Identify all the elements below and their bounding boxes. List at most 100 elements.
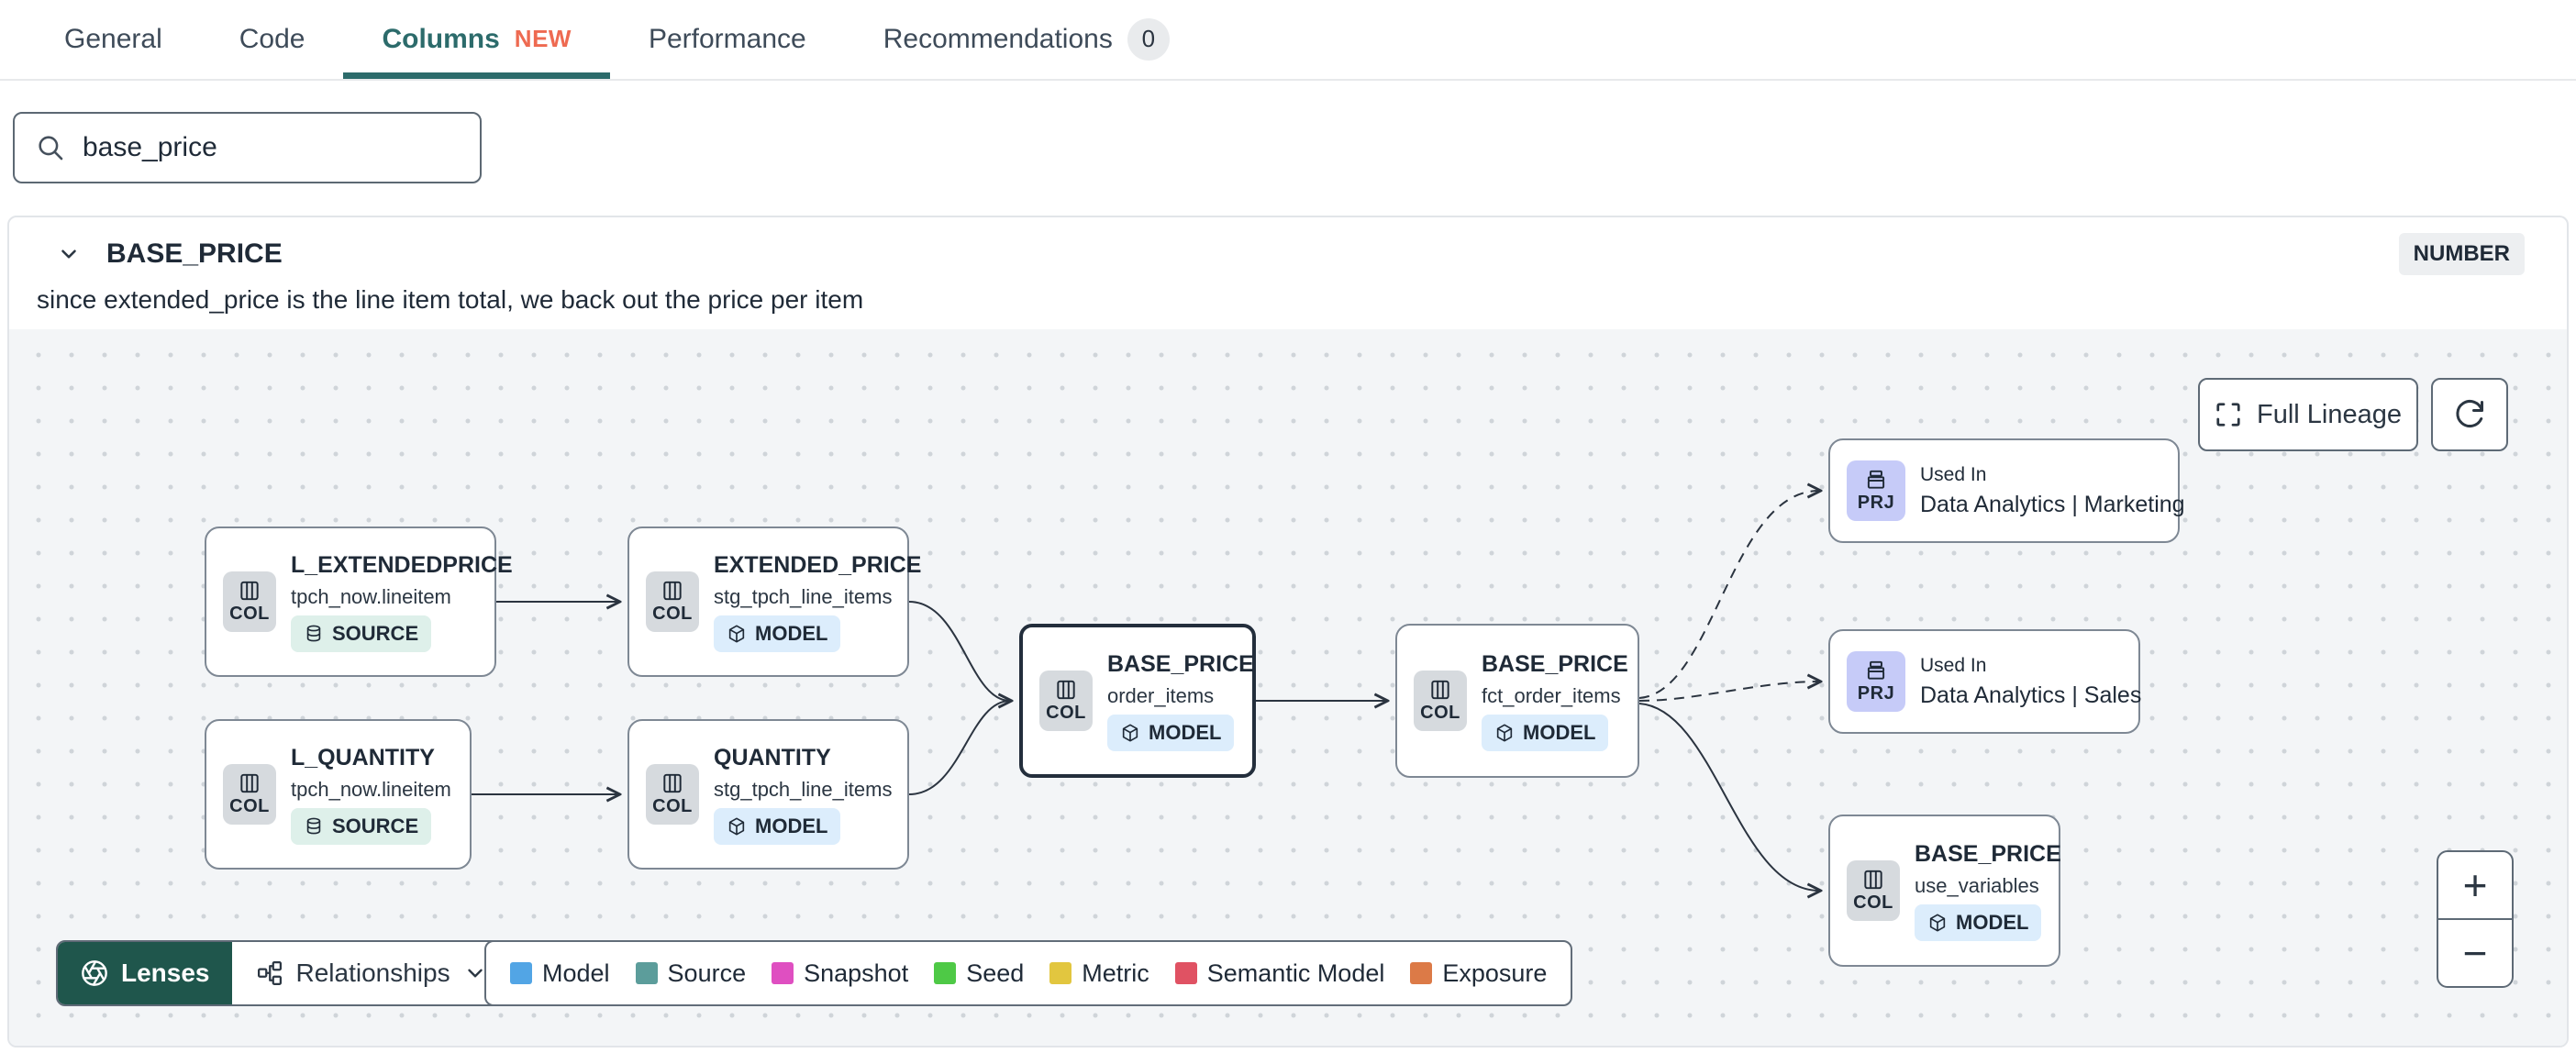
relationships-icon [257, 961, 282, 985]
tab-columns[interactable]: Columns NEW [343, 0, 610, 79]
resource-badge: SOURCE [291, 807, 432, 845]
refresh-button[interactable] [2431, 378, 2508, 451]
node-subtitle: use_variables [1915, 873, 2039, 897]
legend-item-exposure: Exposure [1410, 959, 1547, 988]
column-chip: COL [1847, 860, 1900, 921]
cube-icon [1122, 723, 1138, 742]
legend-swatch [1174, 962, 1197, 984]
relationships-dropdown[interactable]: Relationships [231, 942, 511, 1004]
columns-icon [1057, 680, 1075, 700]
tab-recommendations[interactable]: Recommendations 0 [845, 0, 1208, 79]
node-subtitle: tpch_now.lineitem [291, 777, 451, 801]
minus-icon: − [2462, 929, 2488, 977]
resource-legend: Model Source Snapshot Seed Metric Semant… [484, 940, 1573, 1006]
legend-swatch [1410, 962, 1433, 984]
resource-badge-label: MODEL [755, 814, 828, 837]
resource-badge: SOURCE [291, 615, 432, 652]
project-chip: PRJ [1847, 460, 1905, 521]
resource-badge-label: SOURCE [332, 814, 419, 837]
lineage-toolbar: Lenses Relationships [56, 940, 513, 1006]
used-in-label: Used In [1920, 463, 1987, 485]
tab-bar: General Code Columns NEW Performance Rec… [0, 0, 2576, 81]
columns-icon [1864, 870, 1882, 890]
relationships-label: Relationships [295, 959, 450, 987]
node-title: BASE_PRICE [1107, 650, 1254, 677]
node-used-in-marketing[interactable]: PRJ Used In Data Analytics | Marketing [1828, 438, 2185, 543]
chip-label: COL [1853, 892, 1893, 913]
recommendations-count-badge: 0 [1127, 17, 1170, 61]
node-subtitle: stg_tpch_line_items [714, 584, 893, 608]
tab-general[interactable]: General [26, 0, 201, 79]
chip-label: COL [229, 604, 270, 624]
resource-badge-label: MODEL [1523, 720, 1596, 744]
legend-swatch [510, 962, 532, 984]
column-name: BASE_PRICE [106, 238, 283, 269]
columns-icon [240, 581, 259, 601]
project-icon [1867, 660, 1885, 680]
search-icon [39, 136, 63, 161]
tab-code[interactable]: Code [201, 0, 344, 79]
lenses-label: Lenses [121, 959, 210, 987]
chip-label: PRJ [1857, 683, 1895, 704]
node-subtitle: order_items [1107, 683, 1215, 707]
columns-icon [240, 773, 259, 793]
node-quantity[interactable]: COL QUANTITY stg_tpch_line_items MODEL [627, 719, 909, 870]
columns-icon [663, 581, 682, 601]
column-type-badge: NUMBER [2398, 233, 2525, 275]
legend-swatch [1049, 962, 1072, 984]
column-chip: COL [646, 764, 699, 825]
plus-icon: + [2462, 861, 2488, 909]
columns-icon [663, 773, 682, 793]
legend-swatch [635, 962, 658, 984]
node-title: L_QUANTITY [291, 744, 435, 770]
new-badge: NEW [514, 25, 572, 52]
legend-item-snapshot: Snapshot [772, 959, 908, 988]
node-title: EXTENDED_PRICE [714, 551, 922, 578]
search-input[interactable] [83, 132, 471, 163]
column-chip: COL [646, 571, 699, 632]
node-base-price-order-items[interactable]: COL BASE_PRICE order_items MODEL [1019, 624, 1256, 778]
tab-general-label: General [64, 23, 162, 54]
legend-item-source: Source [635, 959, 746, 988]
chevron-down-icon [467, 969, 483, 978]
project-chip: PRJ [1847, 651, 1905, 712]
lenses-button[interactable]: Lenses [58, 942, 232, 1004]
legend-swatch [934, 962, 957, 984]
resource-badge-label: MODEL [755, 621, 828, 645]
chip-label: COL [652, 796, 693, 816]
cube-icon [728, 624, 745, 643]
node-subtitle: stg_tpch_line_items [714, 777, 893, 801]
resource-badge: MODEL [1915, 903, 2042, 941]
chip-label: COL [229, 796, 270, 816]
node-extended-price[interactable]: COL EXTENDED_PRICE stg_tpch_line_items M… [627, 526, 921, 677]
full-lineage-button[interactable]: Full Lineage [2198, 378, 2418, 451]
node-l-quantity[interactable]: COL L_QUANTITY tpch_now.lineitem SOURCE [205, 719, 472, 870]
zoom-controls: + − [2437, 850, 2514, 988]
zoom-out-button[interactable]: − [2438, 920, 2512, 986]
tab-recommendations-label: Recommendations [883, 23, 1113, 54]
chevron-down-icon[interactable] [57, 242, 81, 266]
cube-icon [1496, 723, 1513, 742]
node-base-price-use-variables[interactable]: COL BASE_PRICE use_variables MODEL [1828, 815, 2061, 967]
resource-badge-label: MODEL [1149, 720, 1222, 744]
tab-performance[interactable]: Performance [610, 0, 845, 79]
node-title: BASE_PRICE [1482, 650, 1628, 677]
node-used-in-sales[interactable]: PRJ Used In Data Analytics | Sales [1828, 629, 2142, 734]
chip-label: COL [652, 604, 693, 624]
node-title: BASE_PRICE [1915, 840, 2061, 867]
zoom-in-button[interactable]: + [2438, 852, 2512, 920]
node-base-price-fct-order-items[interactable]: COL BASE_PRICE fct_order_items MODEL [1395, 624, 1639, 778]
aperture-icon [82, 960, 107, 986]
resource-badge: MODEL [1482, 714, 1609, 751]
resource-badge: MODEL [714, 807, 841, 845]
chip-label: COL [1046, 703, 1086, 723]
chip-label: PRJ [1857, 493, 1895, 513]
tab-code-label: Code [239, 23, 305, 54]
legend-item-metric: Metric [1049, 959, 1149, 988]
node-subtitle: fct_order_items [1482, 683, 1621, 707]
columns-icon [1431, 680, 1449, 700]
used-in-name: Data Analytics | Sales [1920, 682, 2142, 708]
node-l-extendedprice[interactable]: COL L_EXTENDEDPRICE tpch_now.lineitem SO… [205, 526, 513, 677]
lineage-canvas[interactable]: Full Lineage COL L_EXTENDEDPRICE tpch_no… [9, 329, 2567, 1046]
